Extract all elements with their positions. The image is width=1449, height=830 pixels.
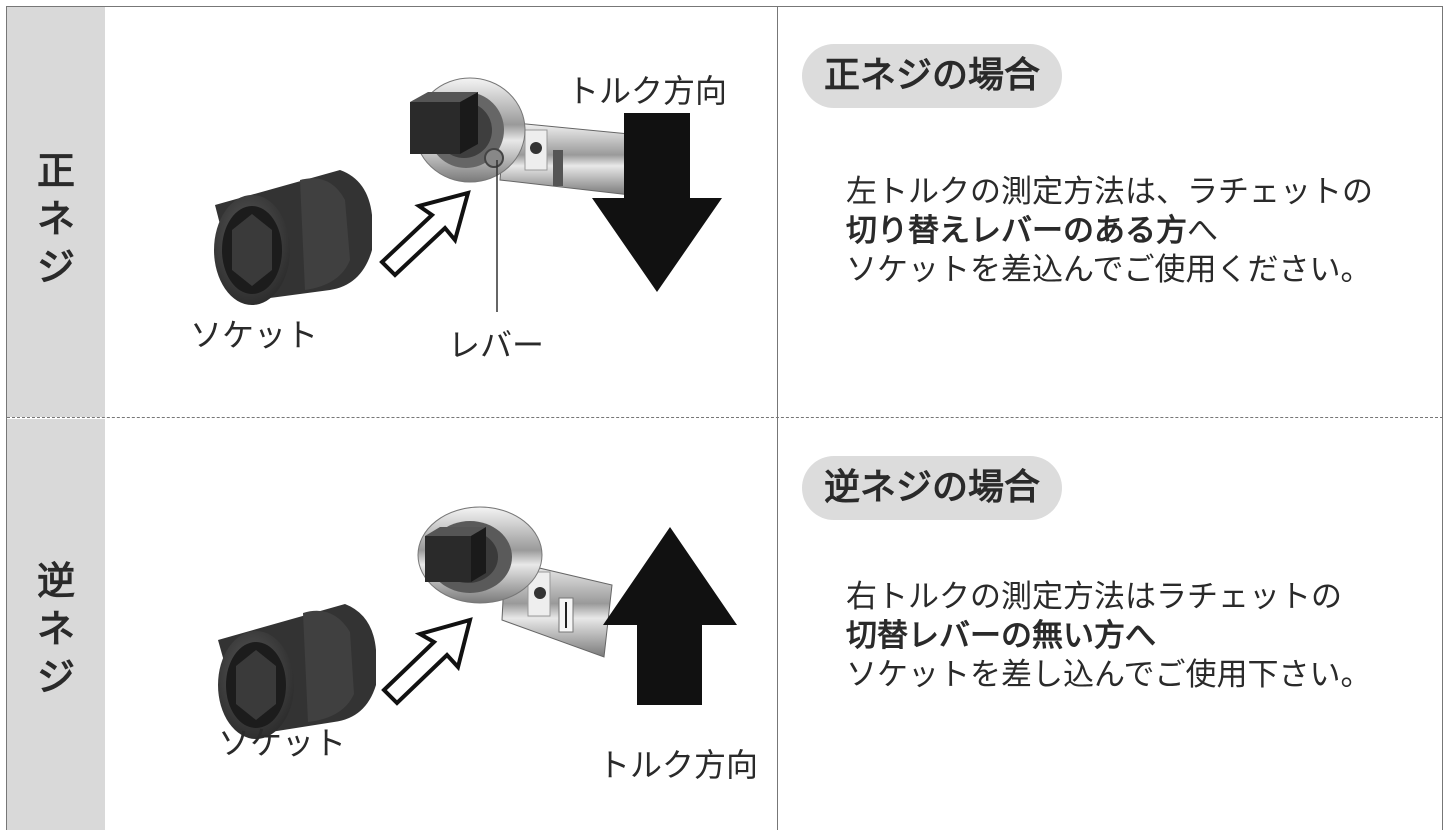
side-char: 正 [36,149,75,193]
side-char: ジ [36,655,75,699]
heading-reverse-thread: 逆ネジの場合 [802,456,1063,520]
side-bar-reverse-thread: 逆 ネ ジ [7,419,105,830]
lever-label: レバー [448,326,545,364]
heading-normal-thread: 正ネジの場合 [802,44,1063,108]
torque-direction-label: トルク方向 [567,72,728,110]
desc-line: 左トルクの測定方法は、ラチェットの [846,174,1373,210]
page-frame [6,6,1443,830]
side-char: ネ [36,607,75,651]
wrench-icon [417,506,613,658]
socket-icon [218,604,376,739]
socket-icon [214,170,372,305]
desc-emphasis: 切替レバーの無い方へ [846,618,1156,654]
column-divider [777,7,778,830]
side-label-reverse-thread: 逆 ネ ジ [7,557,105,701]
desc-line: ソケットを差し込んでご使用下さい。 [846,657,1372,693]
side-char: 逆 [36,559,75,603]
torque-arrow-up-icon [603,527,737,705]
desc-line: 切り替えレバーのある方へ [846,212,1373,251]
desc-text: へ [1187,213,1218,249]
description-normal-thread: 左トルクの測定方法は、ラチェットの 切り替えレバーのある方へ ソケットを差込んで… [846,173,1373,290]
desc-line: 右トルクの測定方法はラチェットの [846,579,1342,615]
wrench-icon [410,77,641,312]
side-char: ネ [36,197,75,241]
insert-arrow-icon [379,190,471,278]
desc-emphasis: 切り替えレバーのある方 [846,213,1187,249]
section-divider [7,417,1443,418]
description-reverse-thread: 右トルクの測定方法はラチェットの 切替レバーの無い方へ ソケットを差し込んでご使… [846,578,1371,695]
desc-line: 切替レバーの無い方へ [846,617,1371,656]
desc-line: ソケットを差込んでご使用ください。 [846,252,1372,288]
socket-label: ソケット [190,316,319,354]
side-char: ジ [36,245,75,289]
torque-arrow-down-icon [592,113,722,292]
socket-label: ソケット [218,724,347,762]
torque-direction-label: トルク方向 [598,746,759,784]
insert-arrow-icon [381,617,473,706]
side-label-normal-thread: 正 ネ ジ [7,147,105,291]
side-bar-normal-thread: 正 ネ ジ [7,7,105,417]
